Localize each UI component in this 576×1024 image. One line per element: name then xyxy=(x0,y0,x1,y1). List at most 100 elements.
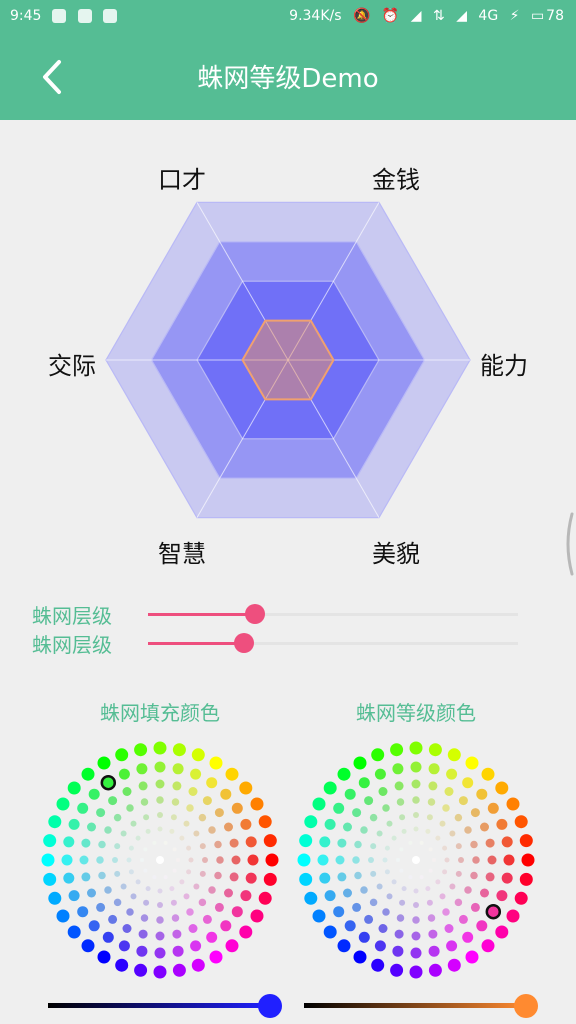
color-dot[interactable] xyxy=(442,869,448,875)
color-dot[interactable] xyxy=(156,796,164,804)
color-dot[interactable] xyxy=(61,854,73,866)
color-dot[interactable] xyxy=(419,875,424,880)
color-dot[interactable] xyxy=(113,813,122,822)
color-dot[interactable] xyxy=(240,818,252,830)
color-dot[interactable] xyxy=(214,902,224,912)
color-dot[interactable] xyxy=(96,856,104,864)
color-dot[interactable] xyxy=(435,835,441,841)
color-dot[interactable] xyxy=(202,857,208,863)
color-dot[interactable] xyxy=(198,813,207,822)
color-dot[interactable] xyxy=(496,818,508,830)
color-dot[interactable] xyxy=(143,814,150,821)
color-dot[interactable] xyxy=(118,768,130,780)
color-dot[interactable] xyxy=(191,748,205,762)
color-dot[interactable] xyxy=(138,929,148,939)
color-dot[interactable] xyxy=(428,743,442,757)
color-dot[interactable] xyxy=(343,822,352,832)
color-wheel-svg[interactable] xyxy=(294,738,538,982)
color-dot[interactable] xyxy=(413,812,419,818)
color-dot[interactable] xyxy=(304,891,318,905)
color-dot[interactable] xyxy=(399,847,404,852)
color-dot[interactable] xyxy=(454,898,463,907)
color-dot[interactable] xyxy=(98,871,106,880)
color-dot[interactable] xyxy=(390,963,404,977)
color-dot[interactable] xyxy=(87,822,96,832)
color-dot[interactable] xyxy=(199,870,206,877)
color-dot[interactable] xyxy=(343,888,352,898)
color-dot[interactable] xyxy=(487,855,497,865)
color-dot[interactable] xyxy=(413,888,419,894)
color-dot[interactable] xyxy=(258,891,272,905)
level-color-wheel[interactable] xyxy=(294,738,538,982)
color-dot[interactable] xyxy=(368,857,374,863)
color-dot[interactable] xyxy=(190,768,202,780)
color-dot[interactable] xyxy=(371,958,385,972)
color-dot[interactable] xyxy=(153,965,167,979)
color-dot[interactable] xyxy=(354,840,362,849)
color-dot[interactable] xyxy=(419,840,424,845)
color-dot[interactable] xyxy=(56,909,70,923)
color-dot[interactable] xyxy=(152,840,157,845)
color-dot[interactable] xyxy=(206,777,218,789)
color-dot[interactable] xyxy=(299,834,313,848)
color-dot[interactable] xyxy=(190,940,202,952)
color-dot[interactable] xyxy=(134,963,148,977)
color-dot[interactable] xyxy=(96,902,106,912)
color-dot[interactable] xyxy=(458,796,468,806)
color-dot[interactable] xyxy=(485,872,495,882)
color-dot[interactable] xyxy=(208,826,216,834)
color-dot[interactable] xyxy=(399,814,406,821)
color-dot[interactable] xyxy=(97,756,111,770)
color-dot[interactable] xyxy=(239,925,253,939)
color-dot[interactable] xyxy=(186,869,192,875)
color-dot[interactable] xyxy=(506,909,520,923)
color-dot[interactable] xyxy=(476,920,488,932)
slider-thumb[interactable] xyxy=(234,633,255,653)
color-dot[interactable] xyxy=(113,898,122,907)
color-dot[interactable] xyxy=(481,767,495,781)
color-dot[interactable] xyxy=(428,963,442,977)
color-dot[interactable] xyxy=(171,914,180,922)
color-dot[interactable] xyxy=(171,798,180,806)
fill-brightness-slider[interactable] xyxy=(48,1003,270,1008)
color-dot[interactable] xyxy=(214,840,222,849)
color-dot[interactable] xyxy=(126,908,134,916)
color-dot[interactable] xyxy=(428,847,433,852)
color-dot[interactable] xyxy=(409,741,423,755)
color-dot[interactable] xyxy=(410,947,422,959)
color-dot[interactable] xyxy=(136,945,148,957)
color-dot[interactable] xyxy=(386,893,393,900)
color-dot[interactable] xyxy=(209,756,223,770)
color-dot[interactable] xyxy=(250,909,264,923)
color-dot[interactable] xyxy=(183,893,190,900)
color-dot[interactable] xyxy=(140,798,149,806)
color-dot[interactable] xyxy=(188,787,198,796)
color-dot[interactable] xyxy=(428,763,440,775)
color-dot[interactable] xyxy=(48,815,62,829)
color-dot[interactable] xyxy=(157,902,163,908)
color-dot[interactable] xyxy=(392,763,404,775)
color-dot[interactable] xyxy=(134,743,148,757)
color-dot[interactable] xyxy=(464,886,472,894)
color-dot[interactable] xyxy=(157,812,163,818)
color-dot[interactable] xyxy=(136,763,148,775)
color-dot[interactable] xyxy=(360,826,368,834)
color-dot[interactable] xyxy=(470,808,480,818)
color-dot[interactable] xyxy=(88,788,100,800)
color-dot[interactable] xyxy=(396,858,400,862)
color-dot[interactable] xyxy=(447,748,461,762)
color-dot[interactable] xyxy=(186,804,194,812)
color-dot[interactable] xyxy=(449,830,456,837)
color-dot[interactable] xyxy=(63,872,75,884)
color-dot[interactable] xyxy=(157,888,163,894)
color-dot[interactable] xyxy=(143,899,150,906)
color-dot[interactable] xyxy=(41,853,55,867)
color-dot[interactable] xyxy=(63,836,75,848)
color-dot[interactable] xyxy=(396,914,405,922)
color-dot[interactable] xyxy=(487,802,499,814)
color-dot[interactable] xyxy=(172,945,184,957)
color-dot[interactable] xyxy=(202,914,212,924)
color-dot[interactable] xyxy=(506,797,520,811)
back-button[interactable] xyxy=(30,52,74,102)
edge-handle[interactable] xyxy=(562,512,574,576)
